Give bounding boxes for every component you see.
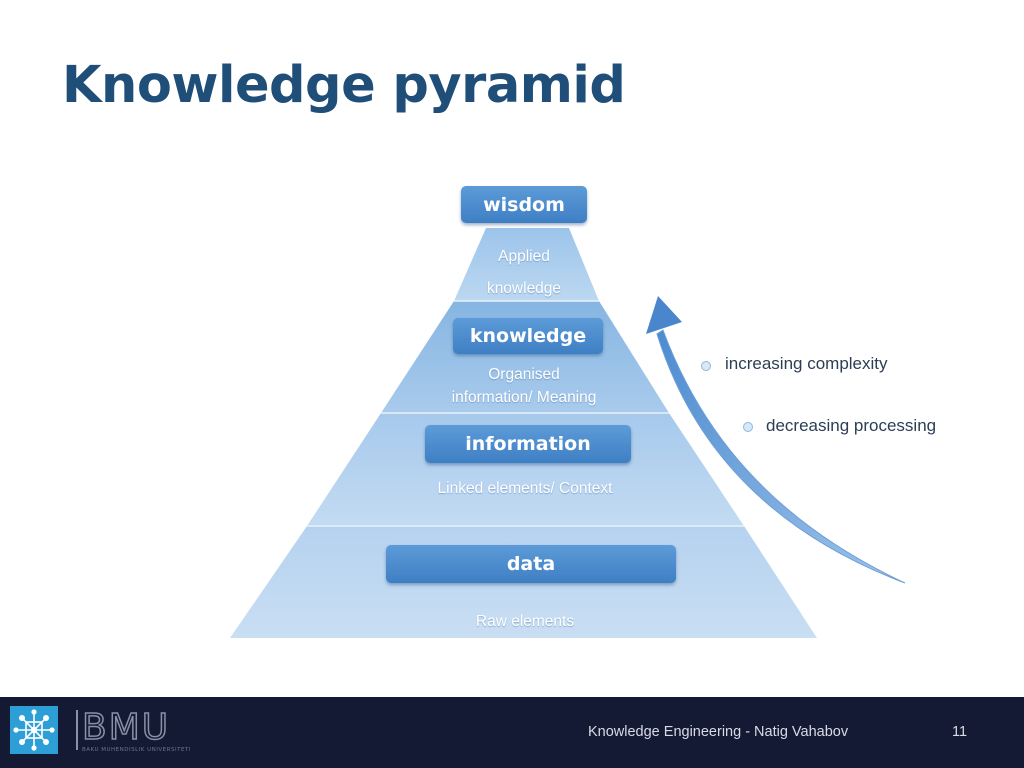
complexity-arrow: [656, 329, 906, 584]
label-knowledge: knowledge: [453, 318, 603, 354]
bullet-icon: [701, 361, 711, 371]
pyramid-tier-wisdom: [454, 228, 599, 301]
logo-subtext: BAKU MUHENDISLIK UNIVERSITETI: [82, 747, 191, 753]
slide-title: Knowledge pyramid: [62, 56, 626, 115]
desc-data: Raw elements: [410, 610, 640, 633]
desc-knowledge-line-1: Organised: [488, 366, 560, 383]
desc-knowledge-line-2: information/ Meaning: [451, 389, 597, 406]
bmu-wordmark-logo: BMU BAKU MUHENDISLIK UNIVERSITETI: [76, 706, 191, 753]
desc-data-line-1: Raw elements: [475, 613, 575, 630]
footer-bar: BMU BAKU MUHENDISLIK UNIVERSITETI Knowle…: [0, 697, 1024, 768]
bullet-icon: [743, 422, 753, 432]
arrow-label-complexity: increasing complexity: [725, 354, 888, 373]
desc-information-line-1: Linked elements/ Context: [437, 480, 613, 497]
logo-text: BMU: [82, 707, 170, 748]
label-data: data: [386, 545, 676, 583]
desc-wisdom: Applied knowledge: [454, 245, 594, 300]
label-wisdom: wisdom: [461, 186, 587, 223]
presentation-info: Knowledge Engineering - Natig Vahabov: [588, 724, 849, 740]
university-logo-icon: [10, 706, 58, 754]
label-information: information: [425, 425, 631, 463]
arrow-label-processing: decreasing processing: [766, 416, 937, 435]
page-number: 11: [952, 724, 968, 740]
desc-knowledge: Organised information/ Meaning: [404, 363, 644, 409]
desc-information: Linked elements/ Context: [390, 477, 660, 500]
desc-wisdom-line-1: Applied: [498, 248, 550, 265]
desc-wisdom-line-2: knowledge: [486, 280, 562, 297]
arrow-head: [646, 296, 682, 334]
pyramid-tier-information: [307, 413, 744, 526]
